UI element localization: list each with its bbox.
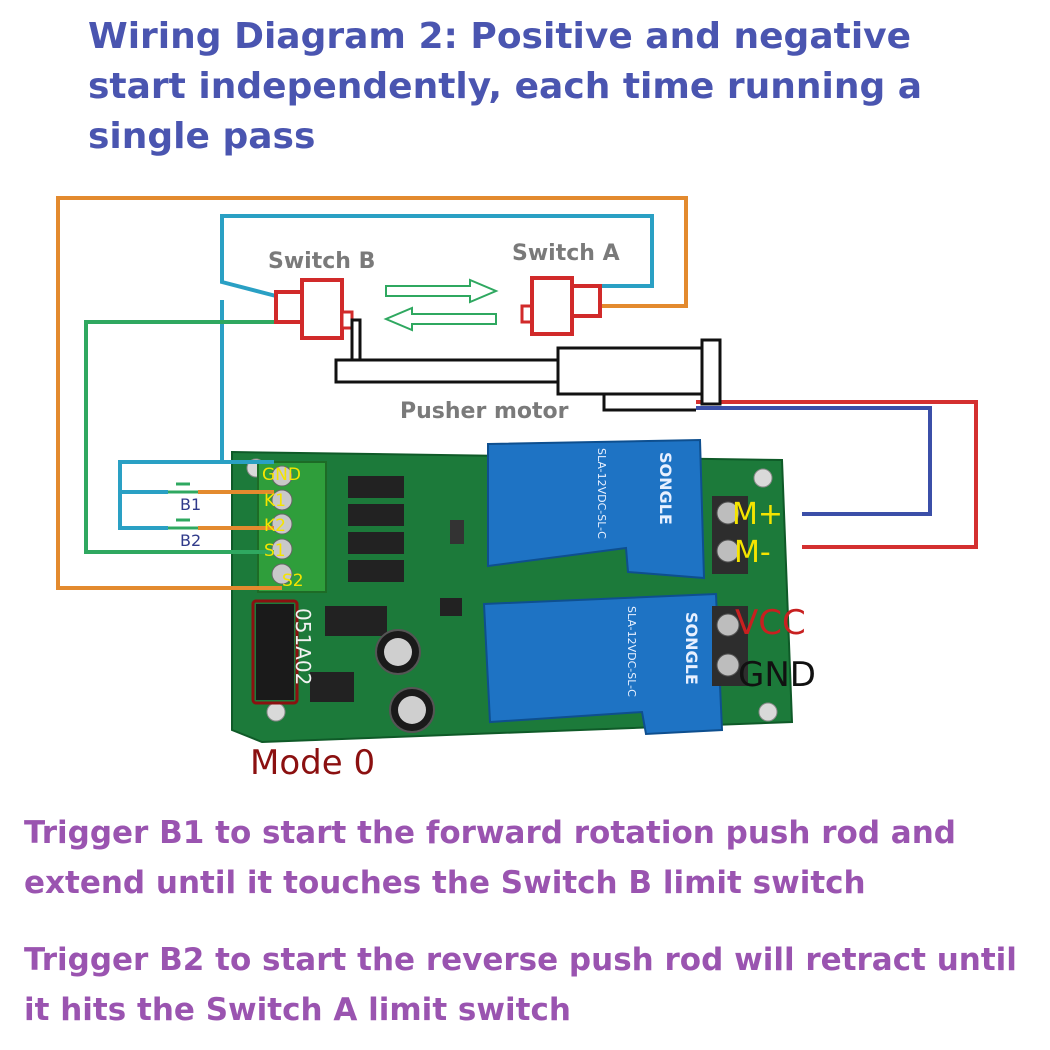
terminal-vcc-label: VCC xyxy=(735,603,806,643)
wire-gnd-switch-b xyxy=(220,300,274,464)
wire-s2-switch-a xyxy=(56,196,688,590)
relay-reverse-brand: SONGLE xyxy=(682,612,701,685)
wire-switch-common xyxy=(220,214,654,298)
description-b1: Trigger B1 to start the forward rotation… xyxy=(24,815,956,901)
terminal-gnd-label: GND xyxy=(262,465,301,485)
diagram-title: Wiring Diagram 2: Positive and negative … xyxy=(88,16,923,157)
arrow-left xyxy=(383,306,497,332)
switch-a: Switch A xyxy=(512,241,620,336)
button-b2-label: B2 xyxy=(180,531,201,550)
terminal-gnd-power-label: GND xyxy=(738,655,816,695)
relay-forward-brand: SONGLE xyxy=(656,452,675,525)
wire-m-minus xyxy=(696,400,978,549)
terminal-s2-label: S2 xyxy=(282,571,304,591)
button-b1-label: B1 xyxy=(180,495,201,514)
terminal-k1-label: K1 xyxy=(264,491,286,511)
switch-b: Switch B xyxy=(268,249,375,340)
mode-jumper-highlight xyxy=(251,599,299,705)
button-b2: B2 xyxy=(168,518,201,550)
terminal-m-plus-label: M+ xyxy=(732,497,783,532)
switch-a-label: Switch A xyxy=(512,241,620,266)
terminal-k2-label: K2 xyxy=(264,516,286,536)
relay-forward: SONGLE SLA-12VDC-SL-C xyxy=(487,438,706,580)
description-b2: Trigger B2 to start the reverse push rod… xyxy=(24,942,1017,1028)
pusher-motor-label: Pusher motor xyxy=(400,399,569,424)
wire-m-plus xyxy=(696,406,932,516)
pusher-motor: Pusher motor xyxy=(334,318,722,424)
direction-arrows xyxy=(383,278,499,332)
terminal-s1-label: S1 xyxy=(264,541,286,561)
mode-label: Mode 0 xyxy=(250,743,375,783)
board-id-label: 051A02 xyxy=(291,608,315,685)
wires xyxy=(56,196,978,590)
wire-s1-switch-b xyxy=(84,320,276,554)
terminal-m-minus-label: M- xyxy=(734,535,771,570)
button-b1: B1 xyxy=(168,482,201,514)
relay-reverse-model: SLA-12VDC-SL-C xyxy=(625,606,638,697)
relay-forward-model: SLA-12VDC-SL-C xyxy=(595,448,608,539)
relay-reverse: SONGLE SLA-12VDC-SL-C xyxy=(482,592,724,736)
wire-gnd-buttons xyxy=(118,460,222,530)
controller-board: 051A02 SONGLE SLA-12VDC-SL-C SONGLE SLA-… xyxy=(231,438,794,744)
switch-b-label: Switch B xyxy=(268,249,375,274)
arrow-right xyxy=(385,278,499,304)
